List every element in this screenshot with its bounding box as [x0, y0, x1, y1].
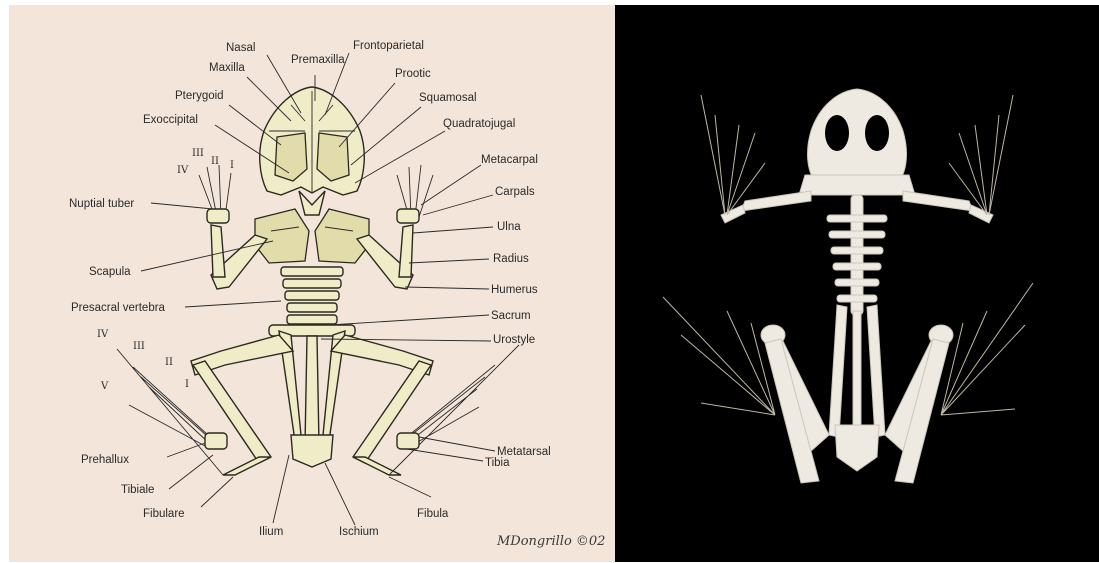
label-fibulare: Fibulare [143, 508, 185, 520]
label-fibula: Fibula [417, 508, 449, 520]
finger-numeral-iii: III [192, 148, 204, 159]
label-radius: Radius [493, 253, 529, 265]
label-scapula: Scapula [89, 266, 131, 278]
finger-numeral-i: I [230, 160, 234, 171]
label-carpals: Carpals [495, 186, 535, 198]
toe-numeral-ii: II [165, 357, 173, 368]
label-prehallux: Prehallux [81, 454, 129, 466]
pectoral-girdle [255, 209, 369, 263]
skeleton-diagram-panel: Premaxilla Nasal Frontoparietal Maxilla … [9, 5, 615, 562]
toe-numeral-iv: IV [97, 329, 109, 340]
photo-spine [827, 195, 887, 315]
label-premaxilla: Premaxilla [291, 54, 345, 66]
toe-numeral-v: V [100, 381, 109, 392]
photo-pelvis [829, 305, 885, 471]
label-nasal: Nasal [226, 42, 255, 54]
label-humerus: Humerus [491, 284, 538, 296]
label-ulna: Ulna [497, 221, 521, 233]
label-metacarpal: Metacarpal [481, 154, 538, 166]
label-urostyle: Urostyle [493, 334, 535, 346]
toe-numeral-iii: III [133, 341, 145, 352]
label-presacral-vertebra: Presacral vertebra [71, 302, 166, 314]
label-exoccipital: Exoccipital [143, 114, 198, 126]
artist-signature: MDongrillo ©02 [496, 534, 605, 549]
label-ilium: Ilium [259, 526, 283, 538]
label-ischium: Ischium [339, 526, 379, 538]
label-nuptial-tuber: Nuptial tuber [69, 198, 134, 210]
skull [260, 87, 365, 215]
label-tibia: Tibia [485, 457, 510, 469]
label-pterygoid: Pterygoid [175, 90, 224, 102]
label-frontoparietal: Frontoparietal [353, 40, 424, 52]
photo-skull [799, 89, 915, 195]
skeleton-photo-panel [615, 5, 1099, 562]
label-quadratojugal: Quadratojugal [443, 118, 515, 130]
label-tibiale: Tibiale [121, 484, 154, 496]
label-sacrum: Sacrum [491, 310, 531, 322]
frog-skeleton-photo [615, 5, 1099, 562]
finger-numeral-ii: II [211, 156, 219, 167]
finger-numeral-iv: IV [177, 165, 189, 176]
skeleton-diagram: Premaxilla Nasal Frontoparietal Maxilla … [9, 5, 615, 562]
label-squamosal: Squamosal [419, 92, 477, 104]
vertebral-column [269, 267, 355, 457]
label-prootic: Prootic [395, 68, 431, 80]
label-maxilla: Maxilla [209, 62, 245, 74]
toe-numeral-i: I [185, 379, 189, 390]
